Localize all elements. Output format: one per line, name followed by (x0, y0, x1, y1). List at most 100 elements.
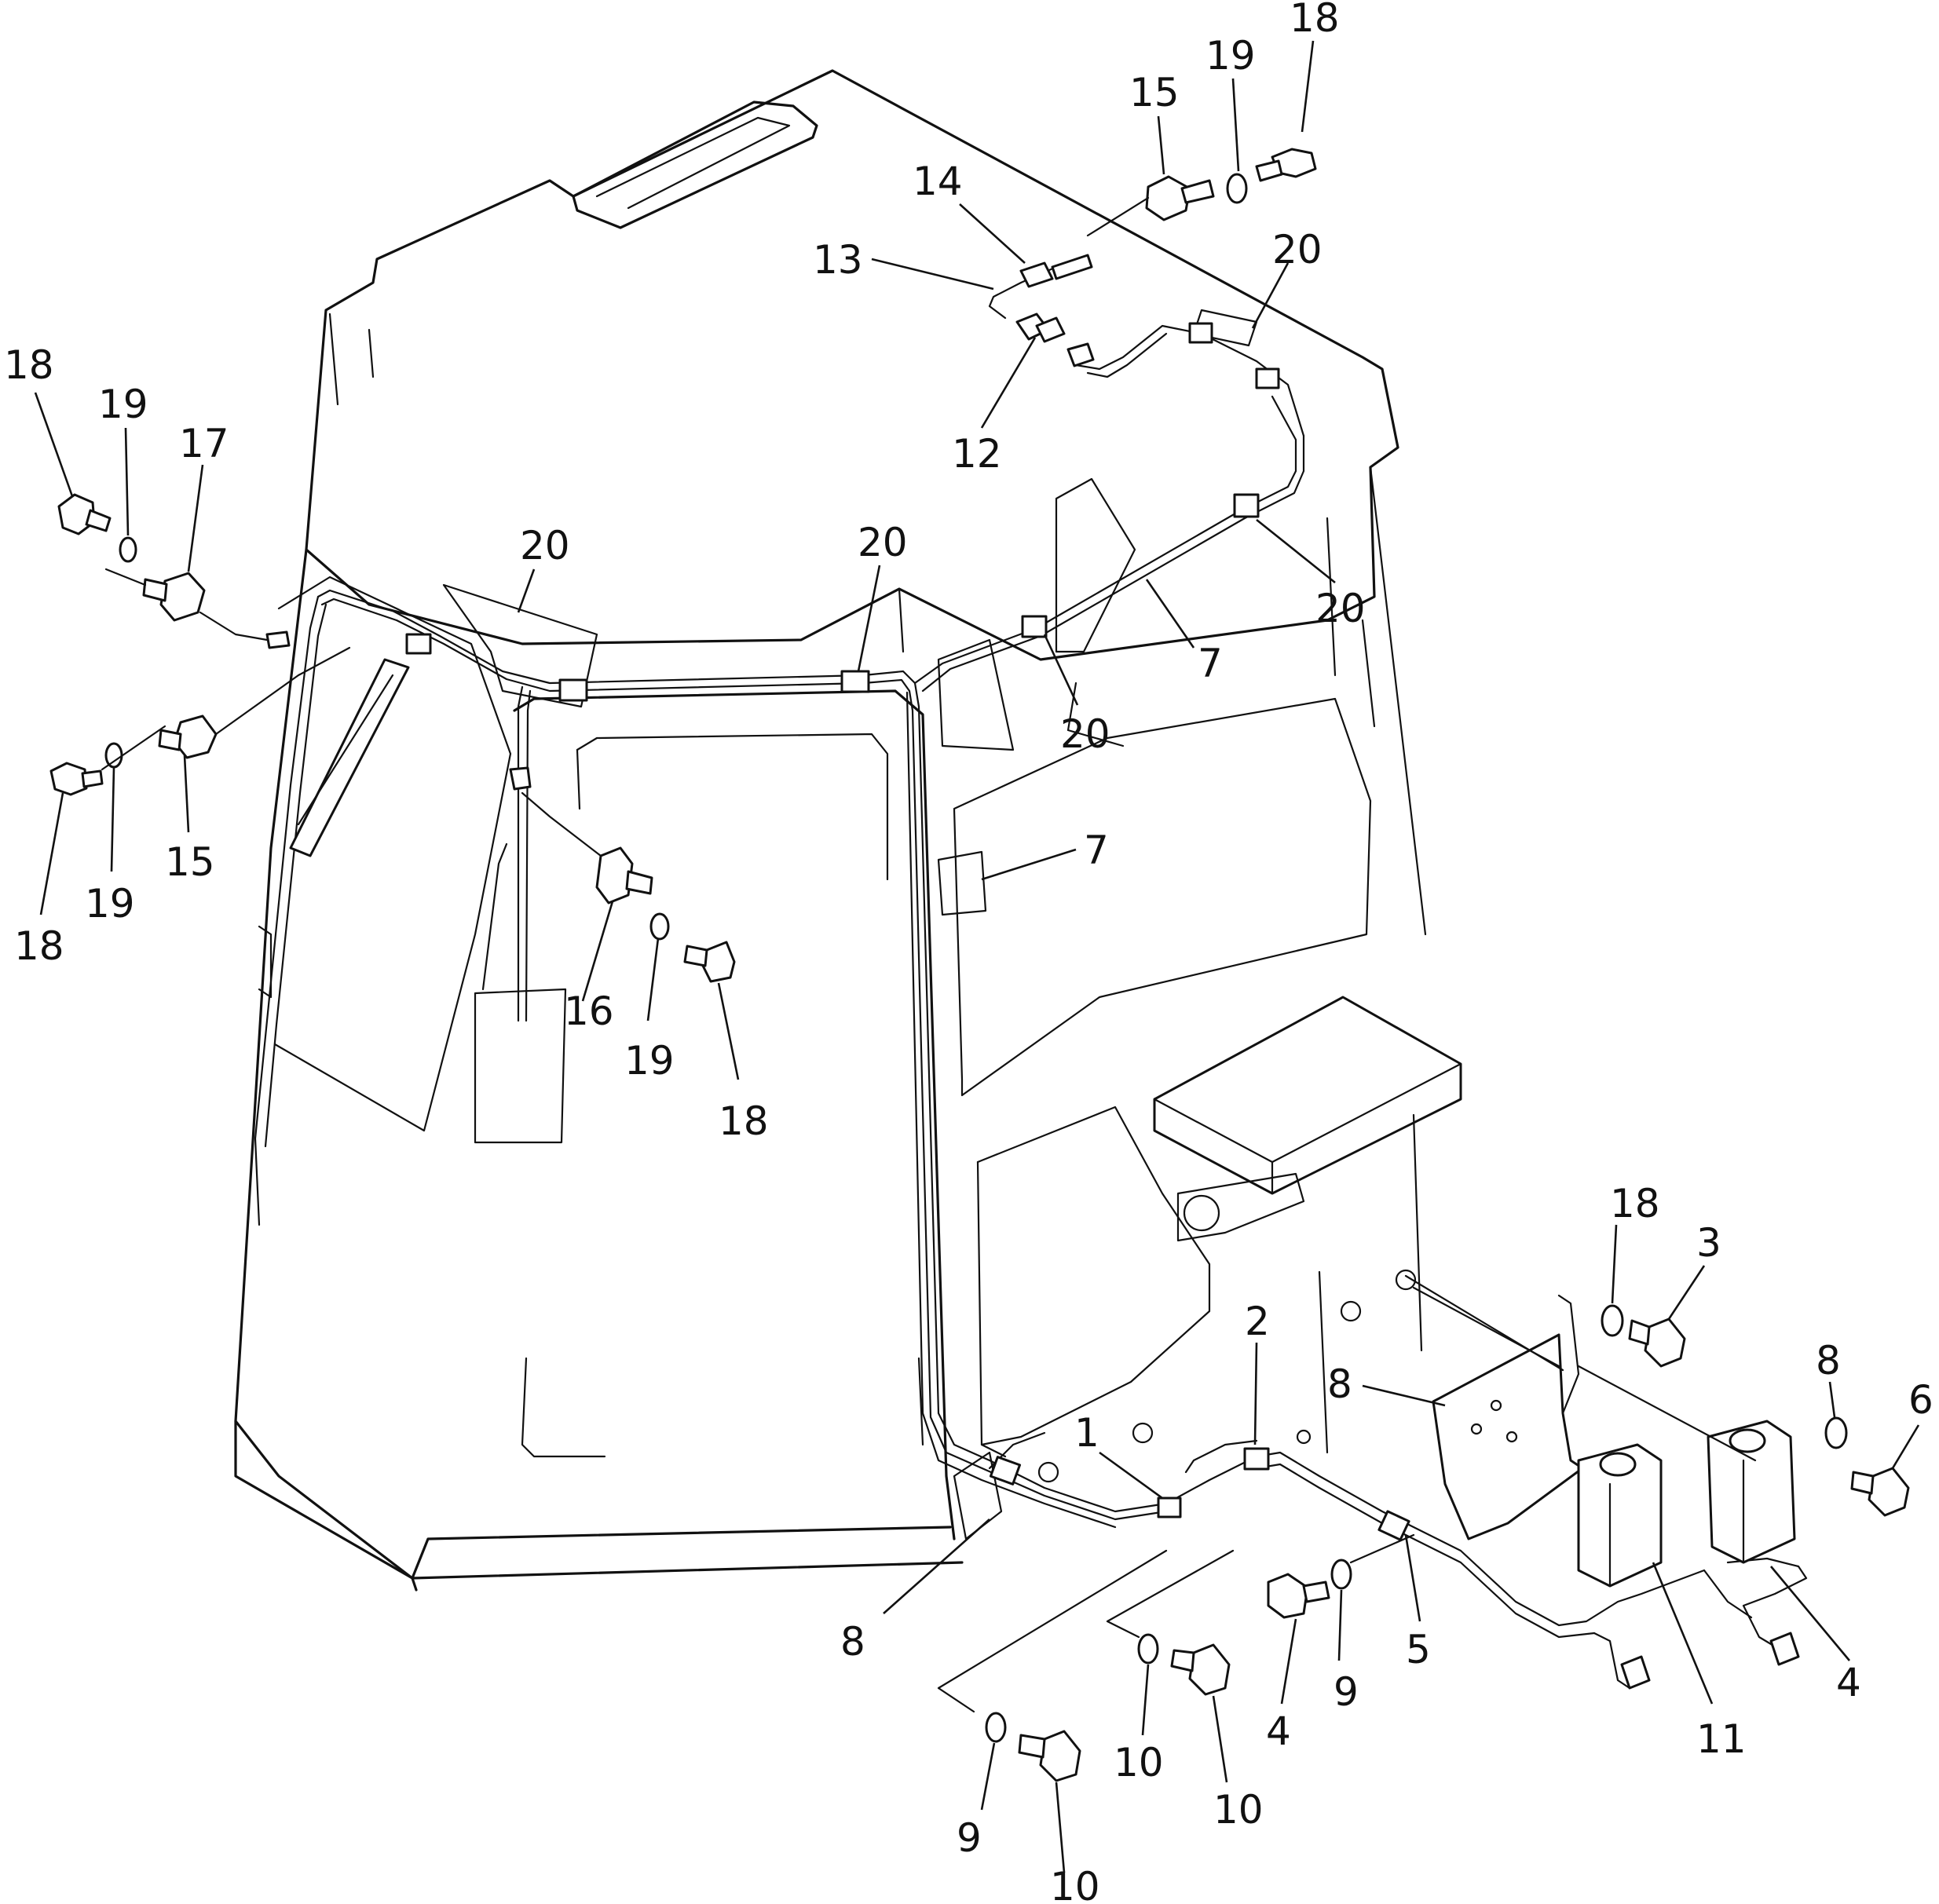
rear-panel-tab (1055, 477, 1136, 653)
callout-9-a: 4 (1266, 1708, 1291, 1754)
callout-19-center: 19 (624, 1038, 675, 1084)
side-rear-edge (1369, 466, 1427, 936)
ref-line-9-10-b (1106, 1549, 1235, 1639)
callout-10-c: 9 (957, 1815, 982, 1861)
callout-20-left: 20 (520, 523, 570, 568)
roof-edge-left (328, 312, 339, 406)
clip-20-f (1188, 322, 1213, 344)
lamp-16-plug (509, 766, 532, 791)
clamp-lower-1 (989, 1456, 1022, 1486)
leader-17 (187, 464, 204, 572)
left-frame (258, 925, 273, 999)
callout-20-mid: 20 (858, 520, 908, 565)
lamp-left-upper (57, 493, 291, 649)
harness-upper-right (913, 395, 1297, 685)
callout-5: 6 (1908, 1377, 1934, 1423)
leader-3 (1611, 1224, 1618, 1304)
clip-20-g (1255, 367, 1280, 389)
leader-10-a (1337, 1589, 1343, 1661)
leader-6 (1828, 1381, 1836, 1418)
leader-7-door (981, 848, 1077, 881)
seat-pivot (1183, 1194, 1220, 1232)
switch-box-right-cap (1729, 1428, 1766, 1453)
bolt-5 (1868, 1467, 1910, 1517)
callout-18-top-right: 18 (1290, 0, 1340, 41)
harness-lamp-branch (517, 685, 524, 1022)
harness-to-box-left (1593, 1632, 1631, 1690)
bolt-18-center (701, 941, 736, 983)
leader-8-upper (1253, 1342, 1258, 1445)
connector-12-plug (1066, 342, 1095, 367)
callout-7-upper: 7 (1198, 641, 1223, 686)
clip-20-c (840, 670, 870, 693)
door-lower-panel (521, 1357, 606, 1458)
washer-10-c (985, 1712, 1007, 1743)
leader-18-left-upper (34, 392, 74, 497)
door-frame-outer (513, 689, 956, 1540)
callout-20-right-upper: 20 (1315, 586, 1366, 631)
connector-14-pin (1051, 254, 1093, 280)
leader-12 (980, 337, 1037, 429)
lamp-strut (289, 658, 410, 857)
leader-18-center (717, 982, 740, 1080)
washer-6 (1824, 1416, 1848, 1449)
bracket-hole-1 (1490, 1399, 1502, 1412)
callout-15-left: 15 (165, 839, 215, 885)
leader-1 (1362, 1384, 1446, 1407)
callout-7-door: 7 (1084, 828, 1109, 873)
leader-4-right (1770, 1566, 1850, 1661)
bolt-9-b (1188, 1643, 1231, 1696)
bolt-9-a-shank (1302, 1581, 1330, 1603)
roof-vent-outline (572, 100, 818, 229)
side-panel-upper (953, 697, 1372, 1097)
harness-main-c (905, 691, 1117, 1529)
bolt-18-left-lower-shank (81, 769, 104, 788)
callout-11: 8 (840, 1619, 865, 1665)
switch-box-right (1707, 1420, 1796, 1564)
washer-3 (1601, 1304, 1624, 1337)
harness-left-drop (254, 595, 320, 1226)
bolt-18-left-upper-shank (85, 509, 112, 532)
bolt-9-c-shank (1018, 1734, 1046, 1759)
callout-14: 14 (913, 159, 963, 204)
cab-bottom-front (411, 1526, 952, 1580)
leader-14 (959, 203, 1026, 264)
harness-left-drop-b (264, 603, 327, 1148)
washer-19-center (649, 912, 670, 941)
seat-box (1153, 996, 1462, 1195)
door-lower-panel-r (917, 1357, 924, 1446)
callout-19-left-lower: 19 (85, 881, 135, 926)
callout-10-b: 10 (1114, 1740, 1164, 1785)
lamp-15-left-lead (214, 646, 351, 736)
label-tab-lower (953, 1451, 1003, 1540)
switch-box-right-body (1707, 1420, 1796, 1564)
harness-main-b (320, 598, 1168, 1521)
label-tab-upper-left (442, 583, 598, 708)
lamp-16-stem (625, 870, 653, 895)
lamp-strut-detail (297, 674, 394, 826)
seat-support (1176, 1172, 1305, 1242)
lamp-17-lead (199, 611, 269, 641)
side-rear-vline (1326, 517, 1337, 677)
leader-10-b (1141, 1664, 1150, 1736)
harness-roof (1074, 324, 1305, 437)
washer-10-a (1330, 1559, 1352, 1590)
lower-clamps (989, 1269, 1417, 1541)
cab-bottom-skirt (234, 1420, 418, 1592)
callout-13: 13 (813, 237, 863, 283)
callout-8-left: 1 (1074, 1410, 1099, 1456)
harness-lower-left (481, 842, 508, 991)
cab-right-lower (976, 1160, 1007, 1458)
callout-19-top-right: 19 (1205, 33, 1256, 79)
harness-clips (405, 322, 1280, 702)
bracket-fasteners (1601, 1304, 1910, 1517)
door-window-left (576, 748, 581, 810)
roof-connectors (988, 254, 1095, 367)
callout-17: 17 (179, 421, 229, 466)
wiring-harness (254, 324, 1808, 1690)
leader-9-c (1055, 1782, 1066, 1873)
switch-box-left (1577, 1443, 1663, 1588)
mount-hole-2 (1132, 1422, 1154, 1444)
harness-roof-b (1086, 332, 1168, 378)
connector-left (1620, 1655, 1651, 1690)
